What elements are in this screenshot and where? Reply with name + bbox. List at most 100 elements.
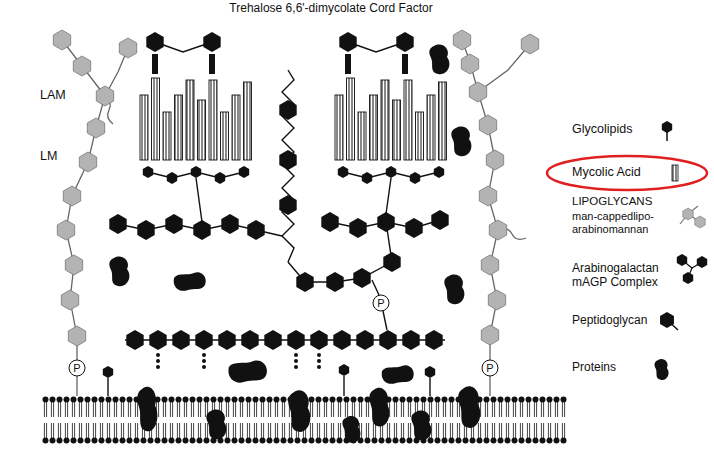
membrane-protein — [206, 409, 226, 439]
mycolic-acid — [347, 78, 355, 160]
mycolic-acids — [140, 78, 447, 160]
wall-protein — [451, 126, 471, 156]
lam-link — [62, 40, 105, 96]
trehalose-sugar — [146, 32, 163, 52]
mycolate-bar — [152, 54, 158, 74]
lam-stalk — [489, 376, 490, 396]
phosphate-link — [372, 280, 379, 295]
arabinose-sugar — [362, 172, 372, 184]
mycolic-acid-symbol — [672, 165, 678, 181]
arabinose-sugar — [410, 172, 420, 184]
arabinose-sugar — [191, 166, 201, 178]
mycolic-acid — [244, 82, 252, 160]
lam-sugar — [453, 30, 470, 50]
peptide-bead — [317, 353, 321, 357]
lipoglycan-symbol — [695, 216, 705, 228]
wall-protein — [444, 274, 464, 304]
membrane-protein — [342, 416, 360, 443]
mycolic-acid — [370, 95, 378, 160]
peptidoglycan-sugar — [195, 330, 212, 350]
lam-sugar — [486, 150, 503, 170]
peptidoglycan-sugar — [287, 330, 304, 350]
peptidoglycan-sugar — [126, 330, 143, 350]
phosphate-link — [383, 311, 387, 330]
galactan-sugar — [279, 195, 296, 215]
arabinose-sugar — [167, 172, 177, 184]
wall-protein — [429, 44, 449, 74]
galactan-sugar — [193, 220, 210, 240]
glycolipid-stalk — [343, 376, 344, 396]
mycolic-acid — [163, 112, 171, 160]
mycolate-bar — [209, 54, 215, 74]
arabinose-sugar — [434, 166, 444, 178]
lam-sugar — [68, 326, 85, 346]
membrane-protein — [369, 388, 389, 427]
mycolic-acid — [358, 112, 366, 160]
peptide-bead — [317, 365, 321, 369]
membrane-protein — [411, 410, 431, 440]
galactan-sugar — [137, 220, 154, 240]
galactan-sugar — [353, 268, 370, 288]
peptide-bead — [202, 359, 206, 363]
lam-sugar — [489, 220, 506, 240]
mycolate-bar — [402, 54, 408, 74]
peptide-bead — [294, 359, 298, 363]
peptidoglycan-sugar — [149, 330, 166, 350]
mycolic-acid — [404, 80, 412, 160]
lam-sugar — [96, 86, 113, 106]
galactan-sugar — [279, 100, 296, 120]
peptide-bead — [317, 359, 321, 363]
mycolic-acid — [427, 95, 435, 160]
phosphate-label: P — [377, 297, 384, 310]
legend-text: Peptidoglycan — [572, 314, 647, 328]
glycolipid-head — [425, 366, 435, 378]
peptidoglycan-sugar — [379, 330, 396, 350]
lam-sugar — [63, 186, 80, 206]
protein-symbol — [655, 359, 669, 380]
mycolic-acid — [232, 95, 240, 160]
lam-sugar — [79, 152, 96, 172]
arabinose-sugar — [215, 172, 225, 184]
mycolic-acid — [439, 82, 447, 160]
glycolipid-stalk — [107, 378, 108, 396]
galactan-sugar — [383, 252, 400, 272]
mycolate-bar — [345, 54, 351, 74]
peptidoglycan-sugar — [333, 330, 350, 350]
mycolic-acid — [140, 95, 148, 160]
galactan-sugar — [326, 272, 343, 292]
lam-sugar — [481, 325, 498, 345]
legend-text: Glycolipids — [572, 122, 632, 136]
arabinogalactan-symbol — [683, 272, 693, 284]
peptidoglycan-symbol — [660, 312, 674, 328]
galactan-sugar — [431, 210, 448, 230]
peptide-bead — [156, 359, 160, 363]
peptide-bead — [294, 353, 298, 357]
lam-sugar — [481, 255, 498, 275]
galactan-sugar — [296, 272, 313, 292]
trehalose-sugar — [396, 32, 413, 52]
periplasm-protein — [382, 365, 414, 384]
mycolic-acid — [198, 100, 206, 160]
peptide-bead — [202, 353, 206, 357]
galactan-sugar — [165, 214, 182, 234]
peptide-bead — [156, 353, 160, 357]
lam-sugar — [521, 34, 538, 54]
peptidoglycan-sugar — [218, 330, 235, 350]
peptidoglycan-sugar — [264, 330, 281, 350]
trehalose-sugar — [203, 32, 220, 52]
wall-protein — [109, 256, 129, 286]
membrane-protein — [458, 386, 480, 428]
galactan-sugar — [377, 212, 394, 232]
peptidoglycan-sugar — [310, 330, 327, 350]
membrane-protein — [137, 387, 157, 432]
ag-links — [108, 42, 445, 396]
galactan-sugar — [221, 214, 238, 234]
mycolic-acid — [335, 95, 343, 160]
mycolic-acid — [416, 112, 424, 160]
lam-sugar — [469, 82, 486, 102]
membrane-protein — [288, 390, 310, 432]
mycolic-acid — [209, 80, 217, 160]
mycolate-bars — [152, 54, 408, 74]
lam-sugar — [73, 56, 90, 76]
